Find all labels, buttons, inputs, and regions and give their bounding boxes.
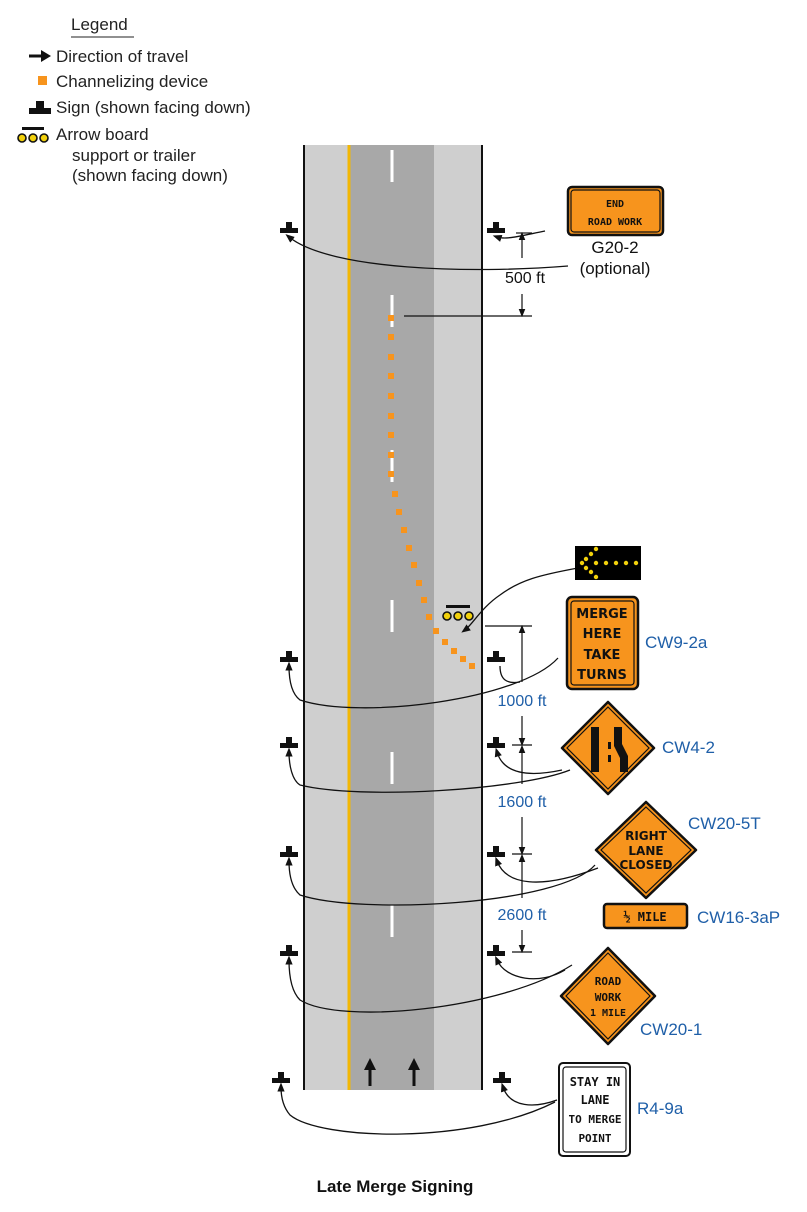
sign-cw16-3ap-text: ½ MILE <box>623 910 666 924</box>
sign-post-left-1 <box>280 222 298 233</box>
distance-1000ft: 1000 ft <box>498 693 547 710</box>
sign-cw20-5t-l3: CLOSED <box>619 858 672 872</box>
sign-r4-9a: STAY IN LANE TO MERGE POINT <box>558 1062 631 1157</box>
sign-g20-2-line2: ROAD WORK <box>588 217 642 228</box>
sign-post-right-3 <box>487 737 505 748</box>
sign-g20-2-line1: END <box>606 199 624 210</box>
sign-code-cw20-5t: CW20-5T <box>688 814 761 833</box>
sign-cw20-1: ROAD WORK 1 MILE <box>559 946 657 1046</box>
arrow-board-display <box>575 546 641 580</box>
legend: Legend Direction of travel Channelizing … <box>17 15 251 185</box>
sign-r4-9a-l3: TO MERGE <box>569 1113 622 1126</box>
arrow-board-icon <box>17 127 49 143</box>
sign-note-optional: (optional) <box>580 259 651 278</box>
legend-arrow-board: Arrow board <box>56 125 149 144</box>
sign-post-right-1 <box>487 222 505 233</box>
sign-r4-9a-l2: LANE <box>581 1093 610 1107</box>
sign-code-r4-9a: R4-9a <box>637 1099 684 1118</box>
sign-post-left-2 <box>280 651 298 662</box>
legend-arrow-board-3: (shown facing down) <box>72 166 228 185</box>
direction-of-travel-icon <box>29 50 51 62</box>
sign-r4-9a-l1: STAY IN <box>570 1075 621 1089</box>
sign-code-g20-2: G20-2 <box>591 238 638 257</box>
sign-cw16-3ap: ½ MILE <box>602 902 689 930</box>
sign-cw20-5t-l1: RIGHT <box>625 829 668 843</box>
legend-sign: Sign (shown facing down) <box>56 98 251 117</box>
legend-title: Legend <box>71 15 128 34</box>
diagram-caption: Late Merge Signing <box>317 1177 474 1196</box>
sign-post-right-2 <box>487 651 505 662</box>
sign-cw20-1-l1: ROAD <box>595 975 622 988</box>
sign-cw9-2a-l4: TURNS <box>577 668 627 683</box>
sign-g20-2: END ROAD WORK <box>566 185 665 237</box>
sign-code-cw4-2: CW4-2 <box>662 738 715 757</box>
sign-cw9-2a-l1: MERGE <box>576 607 627 622</box>
dimension-lines <box>404 231 532 954</box>
sign-cw20-5t: RIGHT LANE CLOSED <box>594 800 698 900</box>
sign-r4-9a-l4: POINT <box>578 1132 611 1145</box>
sign-cw20-5t-l2: LANE <box>628 844 663 858</box>
sign-code-cw9-2a: CW9-2a <box>645 633 708 652</box>
distance-500ft: 500 ft <box>505 270 546 287</box>
roadway <box>303 145 483 1090</box>
sign-cw4-2 <box>560 700 656 796</box>
sign-code-cw20-1: CW20-1 <box>640 1020 702 1039</box>
sign-post-left-4 <box>280 846 298 857</box>
direction-of-travel-arrows <box>364 1058 420 1086</box>
sign-code-cw16-3ap: CW16-3aP <box>697 908 780 927</box>
sign-cw9-2a-l3: TAKE <box>584 648 621 663</box>
distance-1600ft: 1600 ft <box>498 794 547 811</box>
sign-post-left-6 <box>272 1072 290 1083</box>
channelizing-devices <box>388 315 475 669</box>
sign-symbol-icon <box>29 101 51 114</box>
sign-cw9-2a: MERGE HERE TAKE TURNS <box>565 595 640 691</box>
distance-2600ft: 2600 ft <box>498 907 547 924</box>
sign-post-right-5 <box>487 945 505 956</box>
legend-arrow-board-2: support or trailer <box>72 146 196 165</box>
legend-channelizing: Channelizing device <box>56 72 208 91</box>
sign-cw20-1-l2: WORK <box>595 991 622 1004</box>
sign-post-right-4 <box>487 846 505 857</box>
sign-post-right-6 <box>493 1072 511 1083</box>
legend-direction: Direction of travel <box>56 47 188 66</box>
channelizing-device-icon <box>38 76 47 85</box>
sign-cw9-2a-l2: HERE <box>583 627 622 642</box>
arrow-board-trailer <box>442 605 474 621</box>
sign-post-left-3 <box>280 737 298 748</box>
sign-cw20-1-l3: 1 MILE <box>590 1008 626 1019</box>
sign-posts <box>272 222 511 1083</box>
sign-post-left-5 <box>280 945 298 956</box>
